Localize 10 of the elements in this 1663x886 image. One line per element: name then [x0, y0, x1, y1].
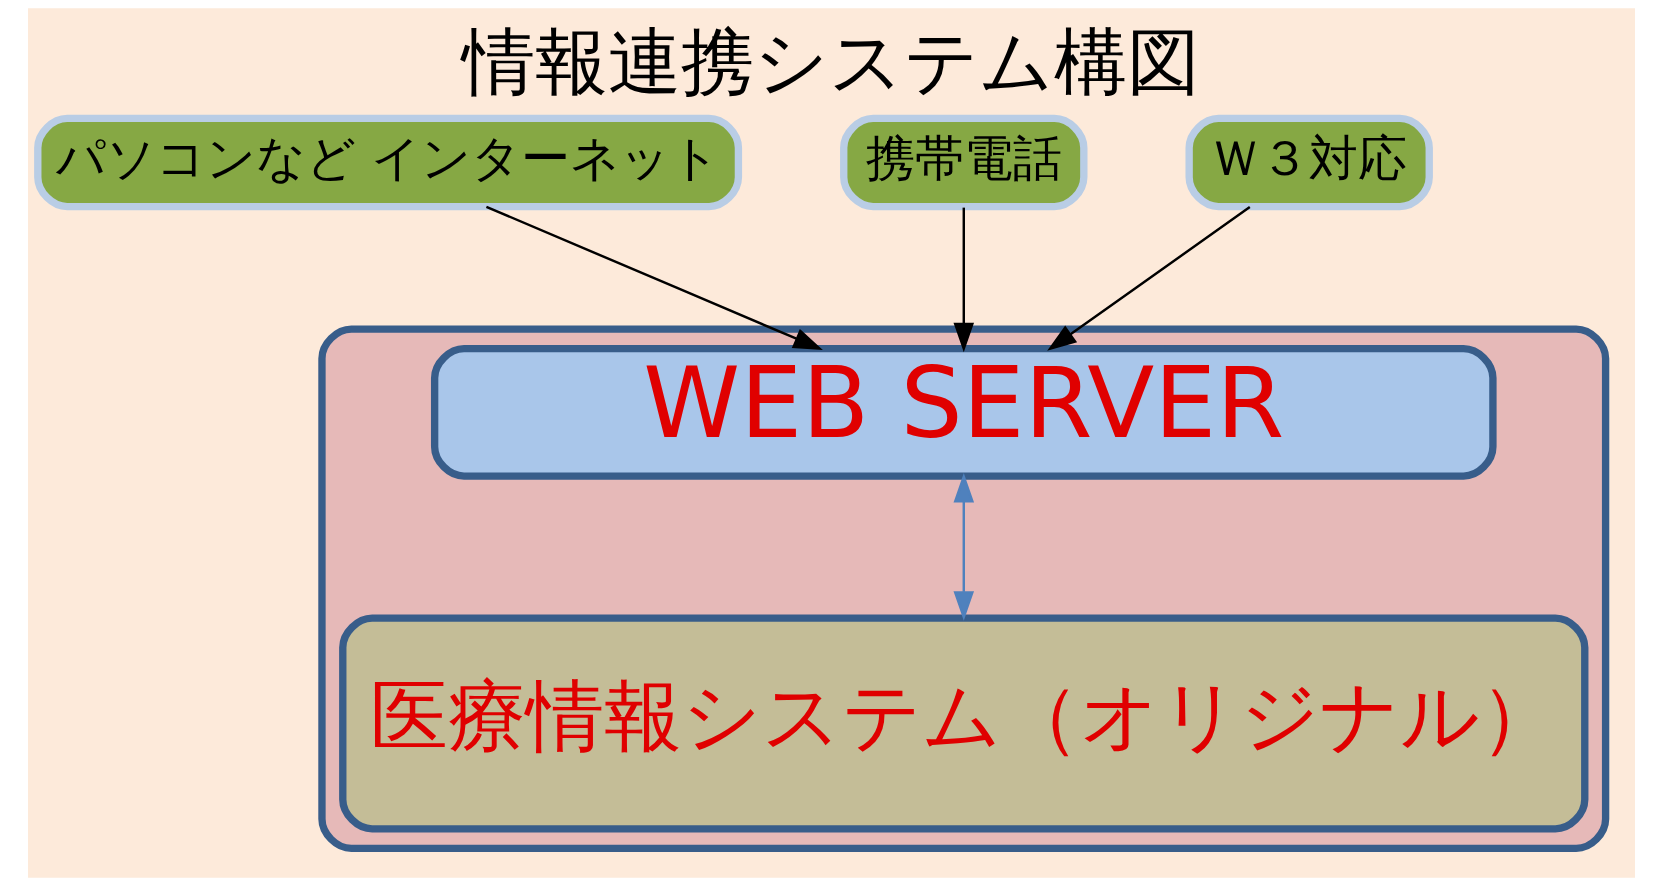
arrow — [953, 473, 975, 621]
node-box: Ｗ３対応 — [1185, 114, 1433, 211]
node-box: パソコンなど インターネット — [34, 114, 743, 211]
node-box: WEB SERVER — [430, 345, 1497, 480]
node-box: 医療情報システム（オリジナル） — [339, 614, 1589, 833]
diagram-title: 情報連携システム構図 — [462, 18, 1201, 104]
arrow — [485, 205, 823, 350]
arrow — [953, 207, 975, 353]
node-box: 携帯電話 — [840, 114, 1088, 211]
arrow — [1047, 206, 1251, 351]
